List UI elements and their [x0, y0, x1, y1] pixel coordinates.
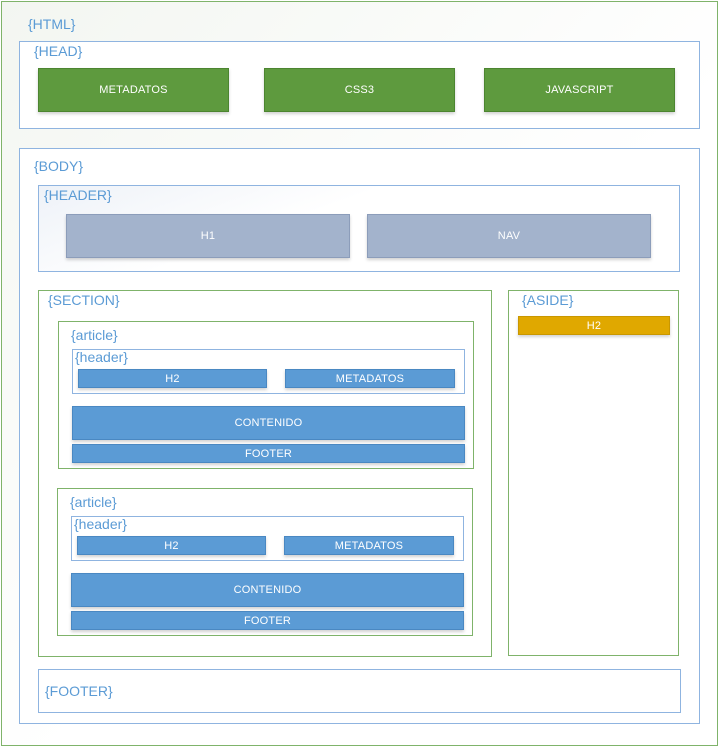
- section-label: {SECTION}: [48, 292, 120, 308]
- article-h2-box: H2: [77, 536, 266, 555]
- body-label: {BODY}: [34, 158, 84, 174]
- article-metadatos-box: METADATOS: [285, 369, 455, 388]
- article-label: {article}: [70, 494, 117, 510]
- footer-container: [38, 669, 681, 713]
- header-label: {HEADER}: [44, 187, 112, 203]
- header-h1-box: H1: [66, 214, 350, 258]
- article-footer-box: FOOTER: [72, 444, 465, 463]
- footer-label: {FOOTER}: [45, 683, 113, 699]
- header-nav-box: NAV: [367, 214, 651, 258]
- article-contenido-box: CONTENIDO: [71, 573, 464, 607]
- head-metadatos-box: METADATOS: [38, 68, 229, 112]
- head-javascript-box: JAVASCRIPT: [484, 68, 675, 112]
- article-contenido-box: CONTENIDO: [72, 406, 465, 440]
- article-h2-box: H2: [78, 369, 267, 388]
- aside-container: [508, 290, 679, 656]
- article-label: {article}: [71, 327, 118, 343]
- article-header-label: {header}: [75, 349, 128, 365]
- aside-h2-box: H2: [518, 316, 670, 335]
- head-css3-box: CSS3: [264, 68, 455, 112]
- article-header-label: {header}: [74, 516, 127, 532]
- aside-label: {ASIDE}: [522, 292, 574, 308]
- article-metadatos-box: METADATOS: [284, 536, 454, 555]
- html-label: {HTML}: [28, 16, 76, 32]
- head-label: {HEAD}: [34, 43, 83, 59]
- article-footer-box: FOOTER: [71, 611, 464, 630]
